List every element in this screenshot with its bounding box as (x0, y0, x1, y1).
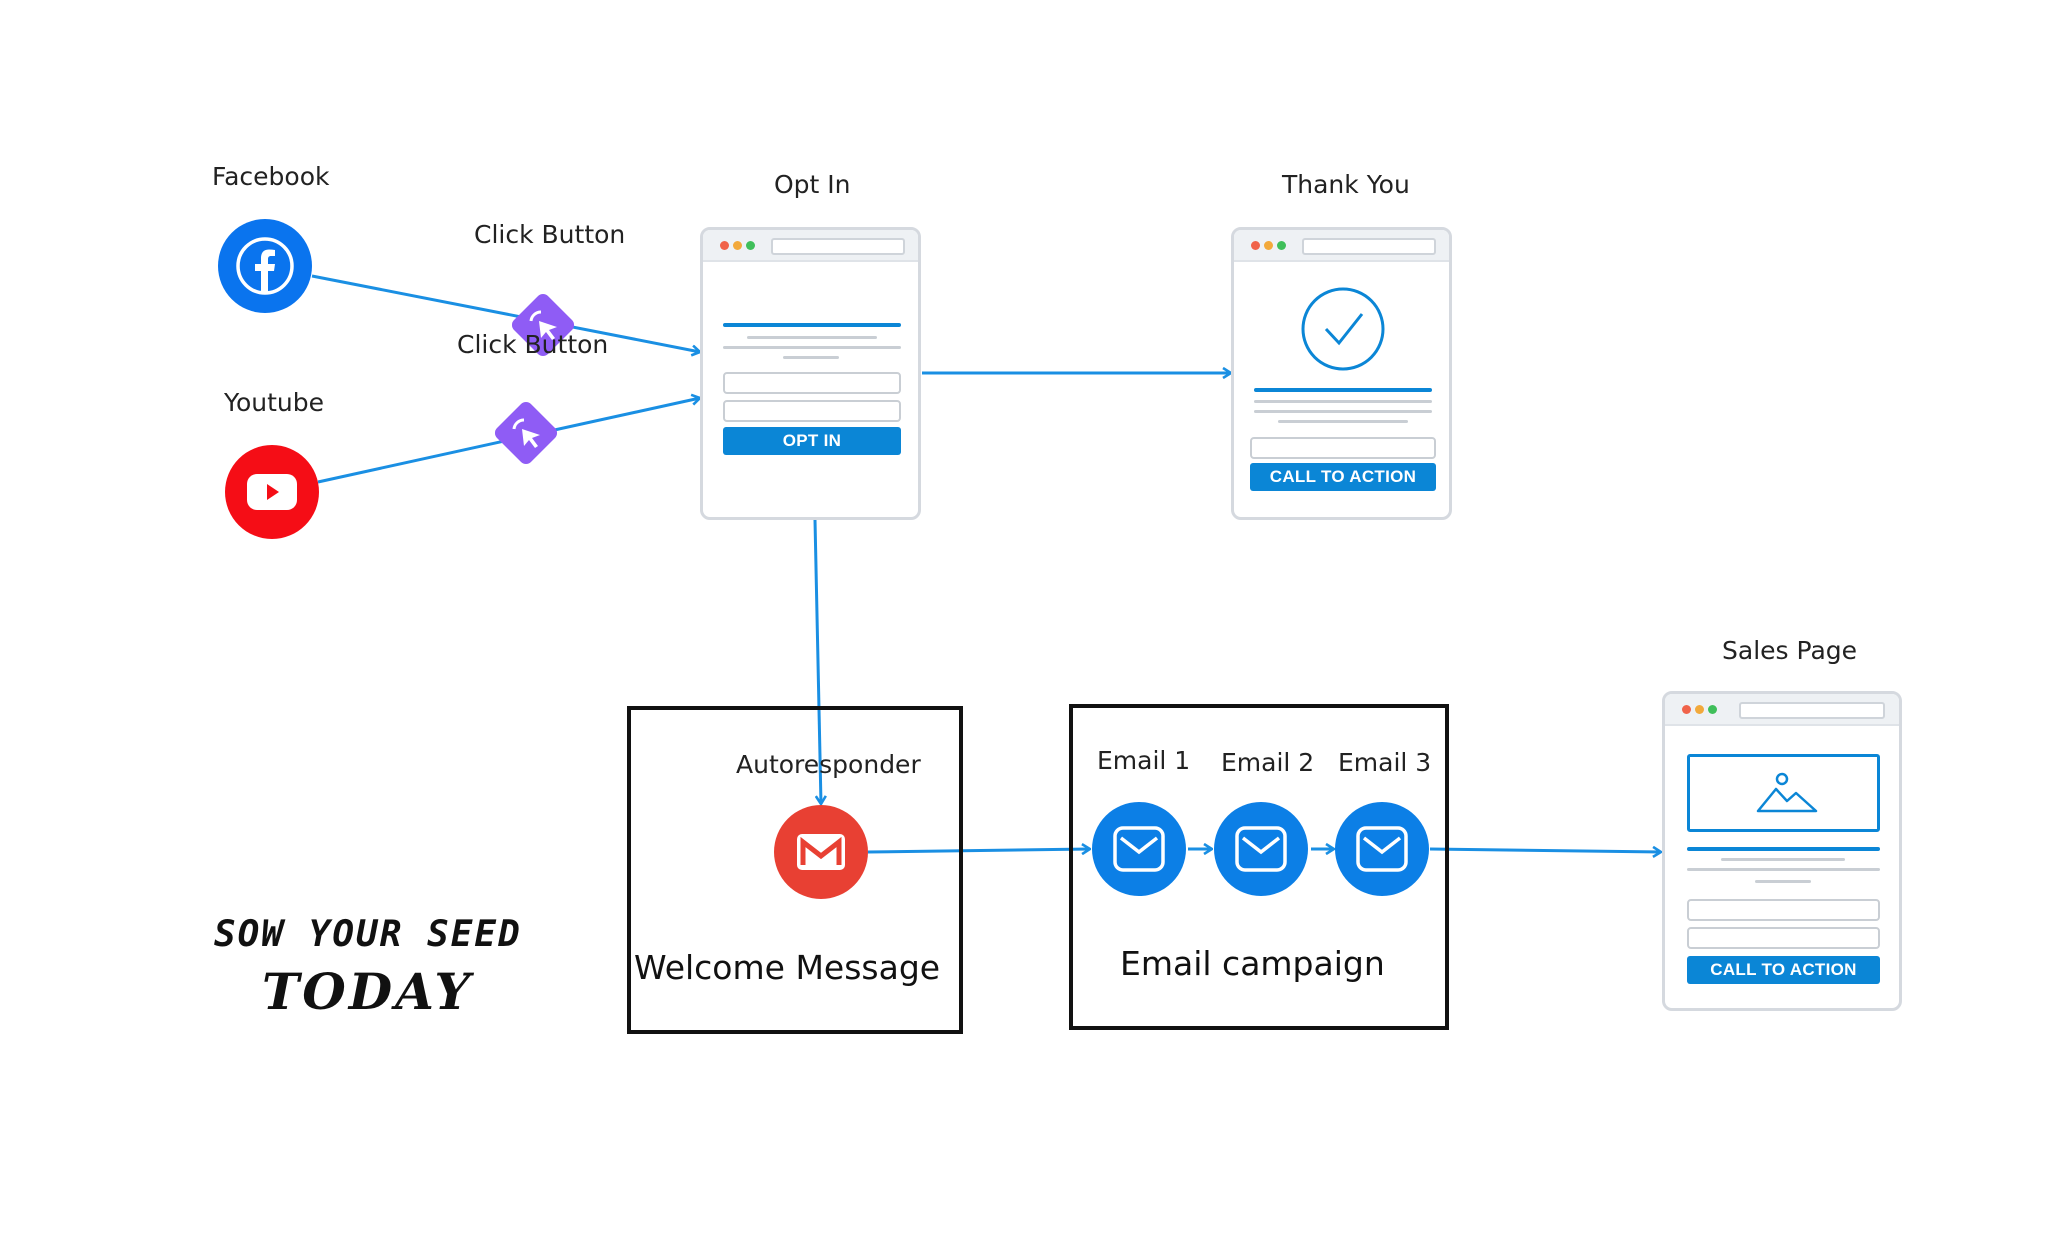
click-button-label-1: Click Button (474, 220, 626, 249)
opt-in-button[interactable]: OPT IN (723, 427, 901, 455)
text-line (1687, 868, 1880, 871)
text-line (1755, 880, 1811, 883)
facebook-label: Facebook (212, 162, 330, 191)
gmail-envelope-icon (797, 834, 845, 870)
browser-bar (1665, 694, 1899, 726)
window-dot-yellow (1695, 705, 1704, 714)
text-line (1721, 858, 1845, 861)
email-2-node[interactable] (1214, 802, 1308, 896)
youtube-icon[interactable] (225, 445, 319, 539)
window-dot-yellow (733, 241, 742, 250)
thank-you-page[interactable]: CALL TO ACTION (1231, 227, 1452, 520)
autoresponder-label: Autoresponder (736, 750, 921, 779)
text-line (723, 346, 901, 349)
sales-cta-button[interactable]: CALL TO ACTION (1687, 956, 1880, 984)
input-field[interactable] (1250, 437, 1436, 459)
envelope-icon (1356, 826, 1408, 872)
welcome-message-box (627, 706, 963, 1034)
image-placeholder-icon (1756, 772, 1818, 813)
youtube-play-icon (247, 474, 297, 510)
facebook-icon[interactable] (218, 219, 312, 313)
email-campaign-box (1069, 704, 1449, 1030)
arrow-autoresponder-to-email1 (867, 849, 1090, 852)
text-line (1278, 420, 1408, 423)
window-dot-red (720, 241, 729, 250)
text-line (1254, 410, 1432, 413)
window-dot-yellow (1264, 241, 1273, 250)
facebook-glyph-icon (236, 237, 294, 295)
envelope-icon (1113, 826, 1165, 872)
address-bar (1302, 238, 1436, 255)
name-field[interactable] (723, 372, 901, 394)
window-dot-green (1708, 705, 1717, 714)
logo-line-1: SOW YOUR SEED (214, 914, 522, 955)
gmail-icon[interactable] (774, 805, 868, 899)
email-field[interactable] (723, 400, 901, 422)
arrow-email3-to-salespage (1429, 849, 1661, 852)
address-bar (771, 238, 905, 255)
click-button-node-2[interactable] (486, 393, 566, 473)
window-dot-red (1682, 705, 1691, 714)
arrow-facebook-to-optin (311, 274, 700, 352)
headline-line (1254, 388, 1432, 392)
checkmark-icon (1301, 287, 1385, 371)
input-field[interactable] (1687, 899, 1880, 921)
window-dot-red (1251, 241, 1260, 250)
email-3-label: Email 3 (1338, 748, 1432, 777)
arrow-optin-to-autoresponder (813, 519, 821, 804)
address-bar (1739, 702, 1885, 719)
window-dot-green (746, 241, 755, 250)
headline-line (723, 323, 901, 327)
youtube-label: Youtube (224, 388, 324, 417)
cursor-click-icon (511, 293, 575, 357)
opt-in-label: Opt In (774, 170, 851, 199)
input-field[interactable] (1687, 927, 1880, 949)
email-1-label: Email 1 (1097, 746, 1191, 775)
email-2-label: Email 2 (1221, 748, 1315, 777)
sales-page-label: Sales Page (1722, 636, 1858, 665)
text-line (783, 356, 839, 359)
sales-page[interactable]: CALL TO ACTION (1662, 691, 1902, 1011)
email-1-node[interactable] (1092, 802, 1186, 896)
text-line (1254, 400, 1432, 403)
window-dot-green (1277, 241, 1286, 250)
welcome-message-label: Welcome Message (634, 948, 941, 987)
click-button-node-1[interactable] (503, 285, 583, 365)
thank-you-label: Thank You (1282, 170, 1410, 199)
click-button-label-2: Click Button (457, 330, 609, 359)
hero-image-placeholder (1687, 754, 1880, 832)
headline-line (1687, 847, 1880, 851)
logo-line-2: TODAY (262, 962, 474, 1021)
envelope-icon (1235, 826, 1287, 872)
opt-in-page[interactable]: OPT IN (700, 227, 921, 520)
text-line (747, 336, 877, 339)
thank-you-cta-button[interactable]: CALL TO ACTION (1250, 463, 1436, 491)
browser-bar (703, 230, 918, 262)
email-campaign-label: Email campaign (1120, 944, 1385, 983)
email-3-node[interactable] (1335, 802, 1429, 896)
cursor-click-icon (494, 401, 558, 465)
browser-bar (1234, 230, 1449, 262)
